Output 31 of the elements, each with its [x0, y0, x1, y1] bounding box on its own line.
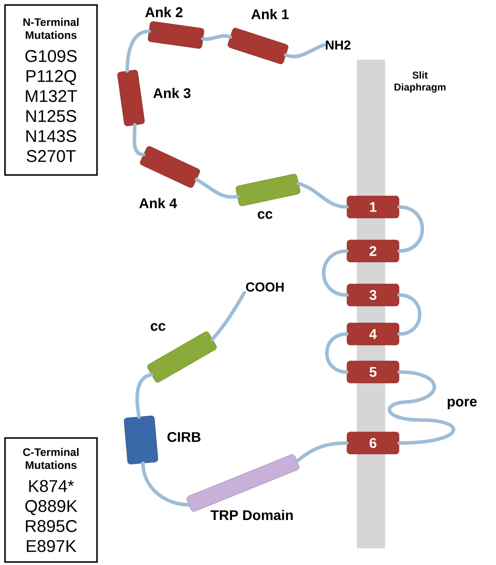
domain-label: TRP Domain	[210, 510, 293, 520]
protein-chain	[141, 461, 191, 507]
transmembrane-segment: 6	[346, 432, 400, 454]
protein-chain	[296, 182, 349, 209]
domain-label: cc	[258, 211, 272, 219]
mutation-list-box: N-Terminal Mutations G109S P112Q M132T N125S N143S S270T	[4, 4, 98, 176]
terminus-label: NH2	[326, 40, 350, 50]
mutation-list-box: C-Terminal Mutations K874* Q889K R895C E897K	[4, 437, 98, 563]
protein-chain	[295, 441, 349, 463]
protein-chain	[210, 291, 246, 342]
transmembrane-segment: 1	[346, 196, 400, 218]
transmembrane-segment: 5	[346, 360, 400, 384]
domain-label: Ank 2	[145, 6, 182, 18]
transmembrane-segment: 3	[346, 284, 400, 306]
transmembrane-segment: 2	[346, 240, 400, 262]
protein-chain	[397, 205, 424, 253]
domain-label: cc	[150, 323, 166, 331]
protein-chain	[194, 178, 240, 199]
protein-chain	[322, 249, 349, 297]
protein-chain	[397, 293, 422, 336]
domain-label: Ank 1	[251, 8, 289, 20]
domain-label: Ank 4	[139, 198, 177, 208]
edge-label: pore	[448, 398, 477, 410]
transmembrane-segment: 4	[346, 322, 400, 346]
domain-label: Slit Diaphragm	[394, 71, 446, 93]
protein-chain	[201, 34, 232, 41]
domain-label: Ank 3	[153, 88, 191, 98]
terminus-label: COOH	[246, 282, 284, 292]
protein-chain	[388, 370, 456, 445]
domain-label: CIRB	[167, 432, 200, 442]
protein-chain	[284, 43, 326, 58]
